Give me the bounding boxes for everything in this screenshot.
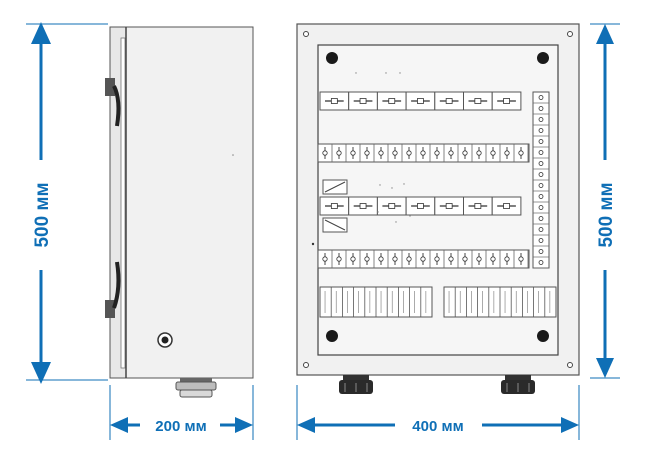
terminal-block [350, 250, 361, 268]
hinge-icon [105, 78, 121, 127]
terminal-block [533, 95, 549, 104]
terminal-block [420, 144, 431, 162]
terminal-block [504, 250, 515, 268]
side-body [125, 26, 254, 379]
terminal-block [364, 144, 375, 162]
circuit-breaker [463, 91, 493, 111]
terminal-block [434, 250, 445, 268]
circuit-breaker [376, 196, 407, 216]
terminal-block [533, 183, 549, 192]
terminal-block [476, 144, 487, 162]
terminal-block [533, 238, 549, 247]
circuit-breaker [319, 91, 350, 111]
terminal-block [476, 250, 487, 268]
terminal-block [504, 144, 515, 162]
contactor-block [322, 179, 348, 233]
terminal-block [490, 144, 501, 162]
terminal-block [378, 144, 389, 162]
circuit-breaker [348, 196, 378, 216]
terminal-block [336, 250, 347, 268]
terminal-block [392, 250, 403, 268]
plate-mounting-holes [326, 52, 549, 342]
terminal-block [434, 144, 445, 162]
circuit-breaker [405, 91, 436, 111]
terminal-block [533, 106, 549, 115]
circuit-breaker [319, 196, 350, 216]
cable-gland-icon [501, 375, 535, 394]
breaker-row-middle [319, 196, 522, 216]
terminal-block [336, 144, 347, 162]
side-view [105, 26, 254, 398]
circuit-breaker [376, 91, 407, 111]
front-view [296, 23, 580, 394]
terminal-row [322, 250, 529, 268]
circuit-breaker [434, 196, 464, 216]
circuit-breaker [491, 91, 522, 111]
cable-gland-icon [175, 378, 217, 398]
scattered-dots [355, 72, 411, 223]
terminal-column [533, 95, 549, 269]
height-label-left: 500 мм [32, 182, 53, 247]
terminal-block [378, 250, 389, 268]
terminal-block [533, 172, 549, 181]
terminal-block [490, 250, 501, 268]
terminal-block [533, 260, 549, 269]
terminal-block [406, 250, 417, 268]
width-label: 400 мм [412, 418, 463, 435]
enclosure-screws [303, 31, 573, 368]
depth-label: 200 мм [155, 418, 206, 435]
terminal-row [322, 144, 529, 162]
lock-icon [157, 332, 173, 348]
terminal-block [533, 249, 549, 258]
height-label-right: 500 мм [596, 182, 617, 247]
height-dimension-right: 500 мм [590, 23, 620, 379]
terminal-block [448, 144, 459, 162]
terminal-block [462, 250, 473, 268]
terminal-block [533, 139, 549, 148]
hinge-icon [105, 261, 121, 318]
circuit-breaker [348, 91, 378, 111]
circuit-breaker [463, 196, 493, 216]
circuit-breaker [405, 196, 436, 216]
terminal-block [533, 150, 549, 159]
terminal-block [533, 227, 549, 236]
terminal-block [350, 144, 361, 162]
terminal-block [392, 144, 403, 162]
circuit-breaker [434, 91, 464, 111]
breaker-row-top [319, 91, 522, 111]
side-door-strip [120, 37, 126, 369]
terminal-block [533, 117, 549, 126]
terminal-block [406, 144, 417, 162]
height-dimension-left: 500 мм [26, 22, 108, 384]
relay-block [443, 286, 557, 318]
width-dimension: 400 мм [296, 385, 580, 440]
circuit-breaker [491, 196, 522, 216]
terminal-block [533, 128, 549, 137]
terminal-block [533, 194, 549, 203]
cable-gland-icon [339, 375, 373, 394]
terminal-block [533, 216, 549, 225]
relay-block [319, 286, 433, 318]
terminal-block [518, 250, 529, 268]
terminal-block [322, 250, 333, 268]
terminal-block [448, 250, 459, 268]
depth-dimension: 200 мм [109, 385, 254, 440]
terminal-block [322, 144, 333, 162]
terminal-block [364, 250, 375, 268]
terminal-block [518, 144, 529, 162]
terminal-block [420, 250, 431, 268]
terminal-block [533, 161, 549, 170]
terminal-block [462, 144, 473, 162]
terminal-block [533, 205, 549, 214]
